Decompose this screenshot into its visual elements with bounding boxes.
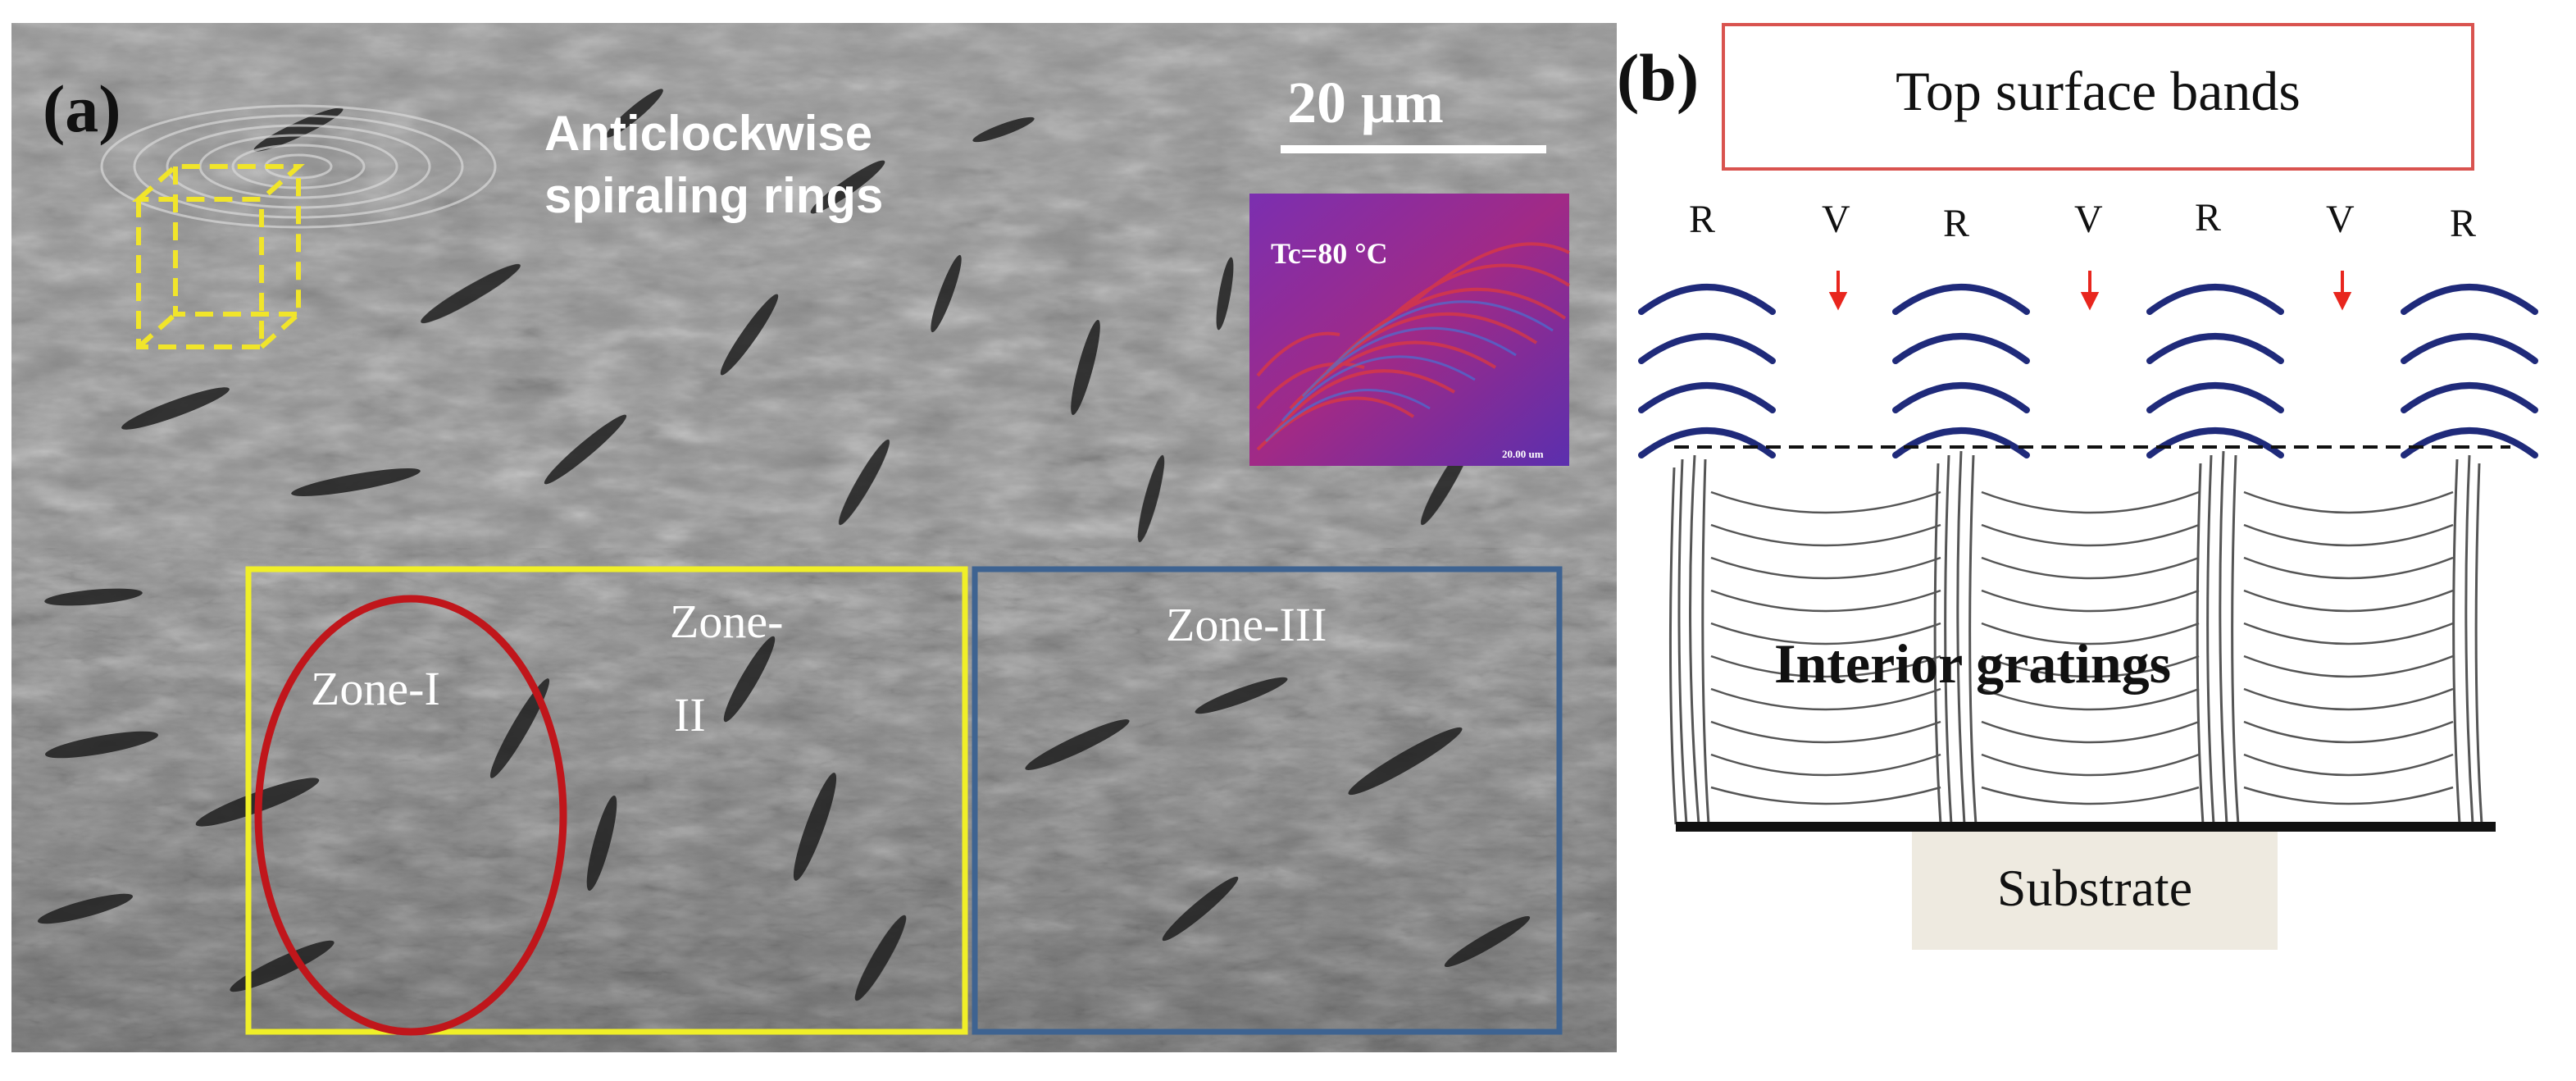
panel-b-schematic: (b) Top surface bands R V R V R V R Inte…	[1617, 0, 2576, 1077]
sem-texture	[11, 23, 1617, 1052]
panel-a-label: (a)	[43, 71, 121, 146]
band-label-7: R	[2450, 202, 2477, 245]
band-label-4: V	[2074, 198, 2103, 241]
zone-3-box	[972, 566, 1563, 1035]
zone-2-label-line-2: II	[674, 688, 706, 741]
substrate-bar	[1676, 822, 2496, 832]
top-surface-box	[1722, 23, 2474, 171]
scale-bar-label: 20 μm	[1287, 70, 1444, 135]
interior-gratings-label: Interior gratings	[1774, 632, 2172, 695]
zone-1-label: Zone-I	[311, 662, 440, 715]
surface-band-arcs	[1638, 284, 2538, 458]
schematic-drawing	[1638, 23, 2538, 950]
grating-arcs	[1710, 490, 2454, 805]
band-label-1: R	[1689, 198, 1716, 241]
zone-1-ellipse	[254, 595, 567, 1036]
zone-2-label-line-1: Zone-	[670, 595, 784, 648]
zone-3-label: Zone-III	[1166, 598, 1327, 651]
band-label-3: R	[1943, 202, 1970, 245]
valley-arrows	[1828, 271, 2352, 311]
band-label-2: V	[1822, 198, 1850, 241]
zone-2-box	[245, 566, 968, 1035]
dashed-cube-icon	[132, 164, 305, 349]
inset-scale-label: 20.00 um	[1502, 448, 1544, 460]
spiral-rings-icon	[100, 104, 497, 229]
substrate-box	[1912, 832, 2278, 950]
spiral-title-line-1: Anticlockwise	[544, 106, 873, 161]
panel-b-label: (b)	[1617, 40, 1700, 115]
top-surface-label: Top surface bands	[1896, 60, 2301, 122]
band-label-6: V	[2326, 198, 2355, 241]
substrate-label: Substrate	[1996, 859, 2193, 917]
grating-fibrils	[1668, 450, 2483, 825]
inset-pom-image	[1249, 194, 1571, 466]
inset-temperature-label: Tc=80 °C	[1271, 237, 1388, 270]
band-label-5: R	[2195, 196, 2222, 239]
spiral-title-line-2: spiraling rings	[544, 168, 884, 223]
panel-a-sem-image: (a) 20 μm Anticlockwise spiraling rings …	[11, 23, 1617, 1052]
